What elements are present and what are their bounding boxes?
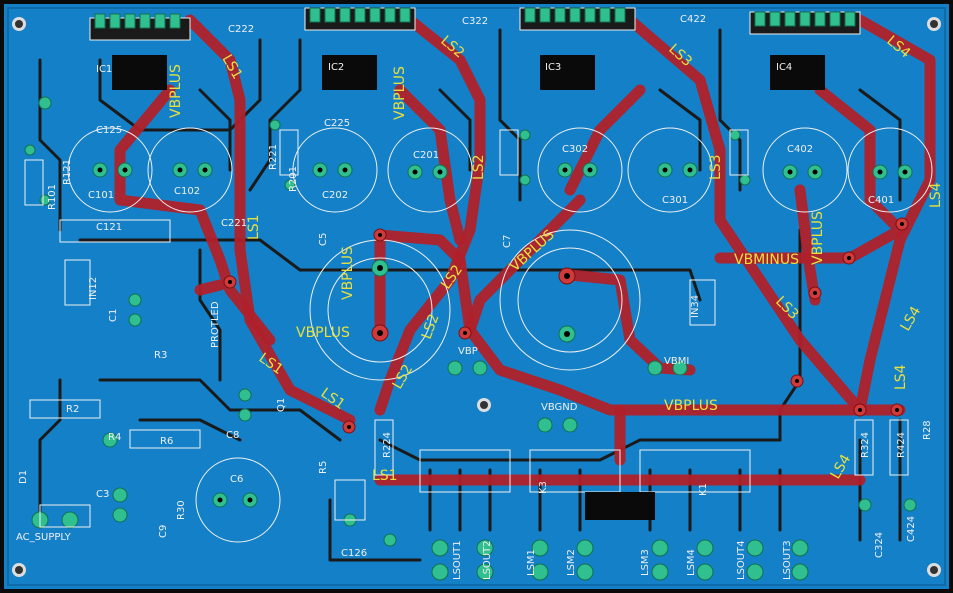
label-c225: C225 bbox=[324, 118, 350, 129]
label-r101: R101 bbox=[47, 184, 58, 210]
label-lsout1: LSOUT1 bbox=[452, 540, 463, 580]
resistor-outlines bbox=[24, 129, 909, 528]
signal-traces bbox=[38, 28, 902, 562]
label-c222: C222 bbox=[228, 24, 254, 35]
part-labels: C101 C102 C125 C121 C201 C202 C222 C225 … bbox=[16, 14, 933, 580]
net-label-vbmi: VBMI bbox=[664, 356, 689, 367]
net-label-ls2: LS2 bbox=[471, 154, 487, 180]
label-c424: C424 bbox=[906, 516, 917, 542]
label-c9: C9 bbox=[158, 525, 169, 538]
label-ic2: IC2 bbox=[328, 62, 344, 73]
label-c121: C121 bbox=[96, 222, 122, 233]
net-label-vbplus: VBPLUS bbox=[810, 211, 826, 265]
label-c202: C202 bbox=[322, 190, 348, 201]
net-label-ls4: LS4 bbox=[928, 182, 944, 208]
label-lsout3: LSOUT3 bbox=[782, 540, 793, 580]
label-r424: R424 bbox=[896, 432, 907, 458]
label-ac-supply: AC_SUPPLY bbox=[16, 532, 72, 543]
label-protled: PROTLED bbox=[210, 301, 221, 348]
label-r224: R224 bbox=[382, 432, 393, 458]
label-q1: Q1 bbox=[276, 398, 287, 412]
label-r4: R4 bbox=[108, 432, 121, 443]
net-label-ls1: LS1 bbox=[372, 468, 398, 484]
net-label-ls3: LS3 bbox=[708, 154, 724, 180]
label-c401: C401 bbox=[868, 195, 894, 206]
label-c5: C5 bbox=[318, 233, 329, 246]
label-c8: C8 bbox=[226, 430, 239, 441]
label-c126: C126 bbox=[341, 548, 367, 559]
net-label-ls4: LS4 bbox=[893, 364, 909, 390]
label-lsm2: LSM2 bbox=[566, 549, 577, 576]
label-r28: R28 bbox=[922, 420, 933, 440]
label-r221: R221 bbox=[268, 144, 279, 170]
label-r3: R3 bbox=[154, 350, 167, 361]
label-c3: C3 bbox=[96, 489, 109, 500]
label-c201: C201 bbox=[413, 150, 439, 161]
label-lsm3: LSM3 bbox=[640, 549, 651, 576]
label-c221: C221 bbox=[221, 218, 247, 229]
net-label-vbplus: VBPLUS bbox=[296, 325, 350, 341]
label-lsout2: LSOUT2 bbox=[482, 540, 493, 580]
label-lsout4: LSOUT4 bbox=[736, 540, 747, 580]
label-c422: C422 bbox=[680, 14, 706, 25]
label-c101: C101 bbox=[88, 190, 114, 201]
label-c7: C7 bbox=[502, 235, 513, 248]
net-label-vbp: VBP bbox=[458, 346, 478, 357]
net-label-vbminus: VBMINUS bbox=[734, 252, 799, 268]
label-k3: K3 bbox=[538, 481, 549, 494]
mounting-holes bbox=[12, 17, 941, 577]
label-c402: C402 bbox=[787, 144, 813, 155]
net-label-vbplus: VBPLUS bbox=[664, 398, 718, 414]
label-ic1: IC1 bbox=[96, 64, 112, 75]
net-label-vbplus: VBPLUS bbox=[392, 66, 408, 120]
label-c102: C102 bbox=[174, 186, 200, 197]
label-c302: C302 bbox=[562, 144, 588, 155]
label-r324: R324 bbox=[860, 432, 871, 458]
label-d1: D1 bbox=[18, 470, 29, 484]
net-label-ls1: LS1 bbox=[246, 214, 262, 240]
label-c125: C125 bbox=[96, 125, 122, 136]
power-traces bbox=[114, 14, 936, 486]
label-k1: K1 bbox=[698, 483, 709, 496]
label-r2: R2 bbox=[66, 404, 79, 415]
label-lsm4: LSM4 bbox=[686, 549, 697, 576]
label-lsm1: LSM1 bbox=[526, 549, 537, 576]
big-capacitors bbox=[67, 127, 933, 543]
label-c1: C1 bbox=[108, 309, 119, 322]
net-label-vbplus: VBPLUS bbox=[168, 64, 184, 118]
label-c301: C301 bbox=[662, 195, 688, 206]
label-r121: R121 bbox=[62, 159, 73, 185]
label-c324: C324 bbox=[874, 532, 885, 558]
label-r201: R201 bbox=[288, 166, 299, 192]
label-c322: C322 bbox=[462, 16, 488, 27]
label-c6: C6 bbox=[230, 474, 243, 485]
pads bbox=[24, 7, 917, 581]
label-r5: R5 bbox=[318, 461, 329, 474]
net-label-vbgnd: VBGND bbox=[541, 402, 578, 413]
label-r6: R6 bbox=[160, 436, 173, 447]
label-ic3: IC3 bbox=[545, 62, 561, 73]
label-in12: IN12 bbox=[88, 277, 99, 300]
label-ic4: IC4 bbox=[776, 62, 792, 73]
label-in34: IN34 bbox=[690, 295, 701, 318]
net-label-vbplus: VBPLUS bbox=[340, 246, 356, 300]
label-r30: R30 bbox=[176, 500, 187, 520]
